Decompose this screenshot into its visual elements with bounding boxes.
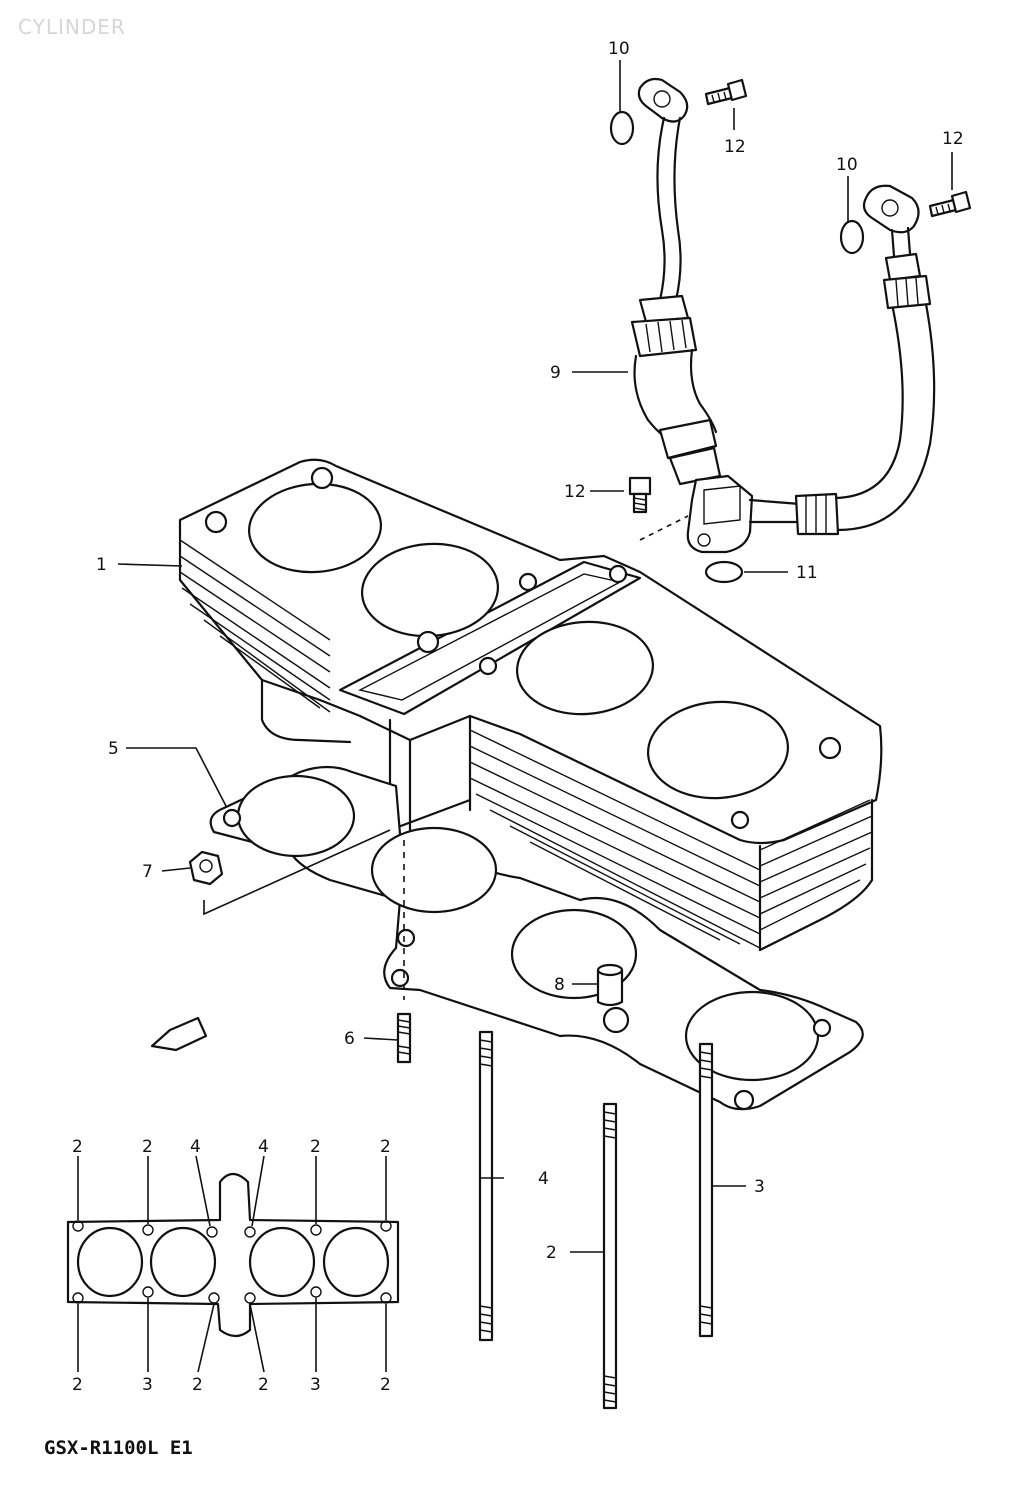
map-label-top-5: 2 <box>310 1137 321 1157</box>
stud-bolt-6 <box>396 1012 412 1064</box>
stud-3 <box>698 1042 714 1338</box>
leader-lines <box>117 60 953 1253</box>
callout-8: 8 <box>554 975 565 995</box>
o-ring-10-right <box>839 219 865 255</box>
map-label-bottom-5: 3 <box>310 1375 321 1395</box>
callout-12-middle: 12 <box>564 482 586 502</box>
stud-2 <box>602 1102 618 1410</box>
dowel-pin-8 <box>596 963 624 1007</box>
base-gasket <box>209 765 864 1111</box>
callout-6: 6 <box>344 1029 355 1049</box>
callout-4: 4 <box>538 1169 549 1189</box>
stud-location-map: 2 2 4 4 2 2 2 3 2 2 3 2 <box>66 1137 400 1395</box>
callout-1: 1 <box>96 555 107 575</box>
o-ring-10-left <box>609 110 635 146</box>
callout-5: 5 <box>108 739 119 759</box>
callout-12-right: 12 <box>942 129 964 149</box>
map-label-bottom-2: 3 <box>142 1375 153 1395</box>
map-label-bottom-4: 2 <box>258 1375 269 1395</box>
watermark: CYLINDER <box>18 15 126 39</box>
callout-3: 3 <box>754 1177 765 1197</box>
gasket-11 <box>704 560 744 584</box>
bolt-12-right <box>928 190 972 218</box>
callout-2: 2 <box>546 1243 557 1263</box>
callout-9: 9 <box>550 363 561 383</box>
map-label-top-6: 2 <box>380 1137 391 1157</box>
map-label-bottom-6: 2 <box>380 1375 391 1395</box>
callout-10-right: 10 <box>836 155 858 175</box>
model-code: GSX-R1100L E1 <box>44 1437 193 1459</box>
map-label-top-4: 4 <box>258 1137 269 1157</box>
cylinder-block <box>178 458 883 952</box>
bolt-12-top <box>704 78 748 106</box>
oil-hose-assembly <box>630 77 936 554</box>
map-label-top-3: 4 <box>190 1137 201 1157</box>
callout-7: 7 <box>142 862 153 882</box>
nut-7 <box>188 850 224 886</box>
map-label-bottom-3: 2 <box>192 1375 203 1395</box>
front-direction-arrow-icon <box>150 1016 208 1052</box>
callout-11: 11 <box>796 563 818 583</box>
map-label-bottom-1: 2 <box>72 1375 83 1395</box>
callout-10-left: 10 <box>608 39 630 59</box>
map-label-top-1: 2 <box>72 1137 83 1157</box>
bolt-12-middle <box>628 476 652 514</box>
map-label-top-2: 2 <box>142 1137 153 1157</box>
stud-4 <box>478 1030 494 1342</box>
callout-12-top: 12 <box>724 137 746 157</box>
